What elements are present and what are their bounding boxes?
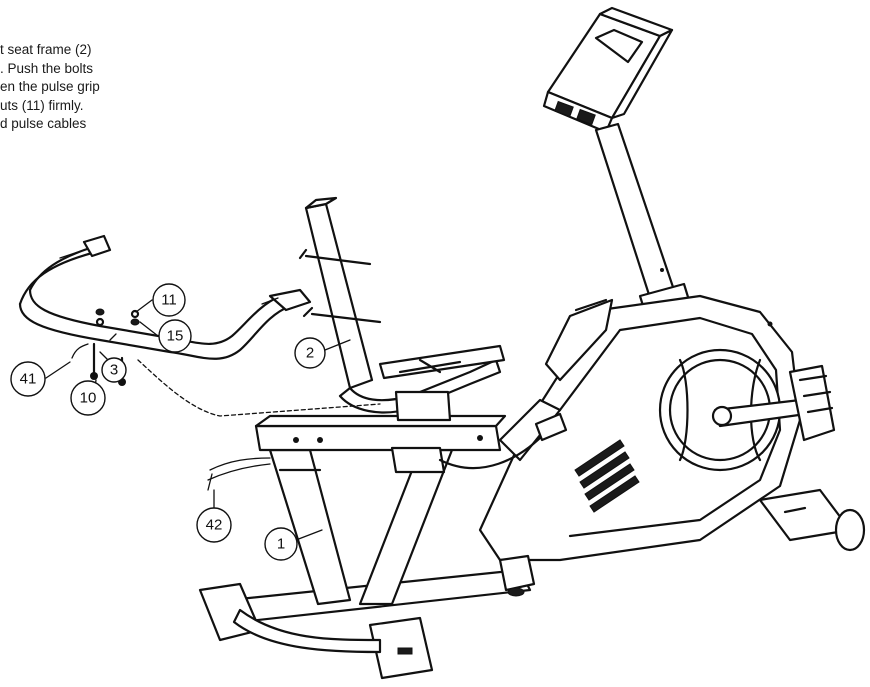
callout-leaders (45, 299, 351, 541)
instruction-line: d pulse cables (0, 116, 87, 131)
callout-2-label: 2 (306, 345, 314, 362)
callout-41: 41 (10, 361, 46, 397)
front-stabilizer (198, 582, 434, 680)
callout-15-label: 15 (167, 328, 184, 345)
callout-1: 1 (264, 527, 298, 561)
instruction-line: . Push the bolts (0, 60, 94, 76)
pulse-cables (71, 343, 381, 491)
callout-41-label: 41 (20, 371, 37, 388)
callout-1-label: 1 (277, 536, 285, 553)
housing-vents (574, 439, 640, 513)
rear-stabilizer (758, 488, 866, 552)
flywheel-housing (478, 294, 802, 562)
callout-3: 3 (101, 357, 127, 383)
callout-11-label: 11 (161, 292, 177, 309)
callout-2: 2 (294, 337, 326, 369)
callout-15: 15 (158, 319, 192, 353)
callout-42: 42 (196, 507, 232, 543)
callout-10: 10 (70, 380, 106, 416)
callout-3-label: 3 (110, 362, 118, 379)
pulse-grip-handlebar (18, 234, 312, 360)
console-display (542, 6, 674, 134)
pedal-crank (544, 298, 836, 442)
instruction-line: uts (11) firmly. (0, 97, 84, 113)
instruction-line: en the pulse grip (0, 79, 100, 94)
seat-frame (298, 196, 506, 422)
callout-11: 11 (152, 283, 186, 317)
seat-slider (254, 412, 568, 474)
console-mast (594, 122, 694, 324)
callout-10-label: 10 (80, 390, 97, 407)
callout-42-label: 42 (206, 517, 223, 534)
instruction-line: t seat frame (2) (0, 42, 92, 57)
assembly-instructions: t seat frame (2) . Push the bolts en the… (0, 41, 240, 134)
